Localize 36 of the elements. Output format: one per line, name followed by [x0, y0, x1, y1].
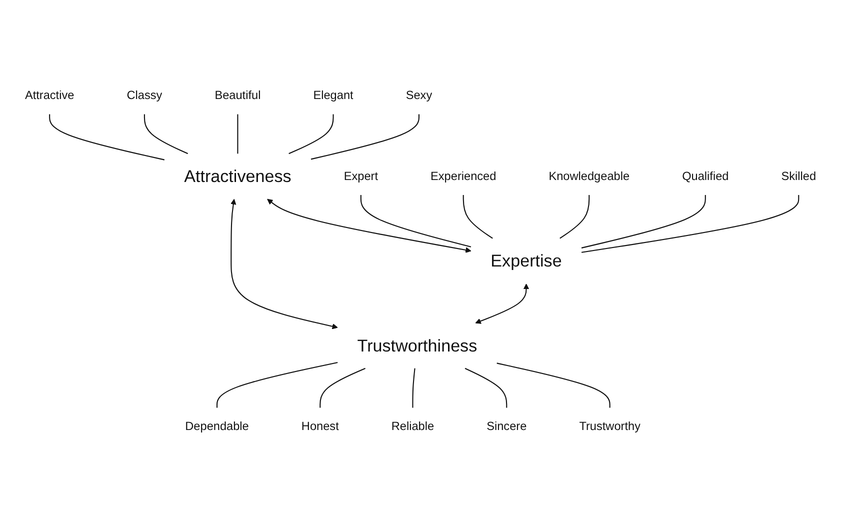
- node-text: Trustworthy: [579, 420, 640, 433]
- connector: [581, 195, 800, 253]
- connector: [320, 368, 366, 408]
- connector: [49, 114, 165, 160]
- node-text: Experienced: [430, 169, 496, 183]
- node-text: Attractive: [24, 88, 74, 102]
- arrow: [267, 198, 472, 253]
- connector: [288, 114, 334, 154]
- connector: [581, 195, 706, 248]
- node-text: Expert: [344, 169, 378, 183]
- connector: [462, 195, 493, 239]
- node-text: Dependable: [185, 420, 249, 433]
- connector: [464, 368, 508, 408]
- node-text: Reliable: [391, 420, 434, 433]
- connector: [412, 368, 416, 408]
- node-text: Classy: [126, 88, 162, 102]
- node-text: Honest: [301, 420, 339, 433]
- arrow: [475, 284, 530, 324]
- node-text: Sincere: [486, 420, 527, 433]
- connector: [310, 114, 420, 160]
- node-text: Trustworthiness: [357, 336, 478, 356]
- node-text: Knowledgeable: [548, 169, 630, 183]
- connector: [360, 195, 472, 248]
- connector: [216, 362, 338, 408]
- connector: [144, 114, 188, 154]
- node-text: Expertise: [490, 250, 562, 271]
- connector: [560, 195, 590, 239]
- node-text: Sexy: [406, 88, 432, 102]
- node-text: Attractiveness: [184, 166, 292, 186]
- node-text: Elegant: [313, 88, 354, 102]
- connector: [237, 114, 238, 154]
- connector: [496, 362, 610, 408]
- arrow: [230, 198, 338, 330]
- node-text: Beautiful: [214, 88, 261, 102]
- node-text: Qualified: [682, 169, 729, 183]
- node-text: Skilled: [781, 169, 816, 183]
